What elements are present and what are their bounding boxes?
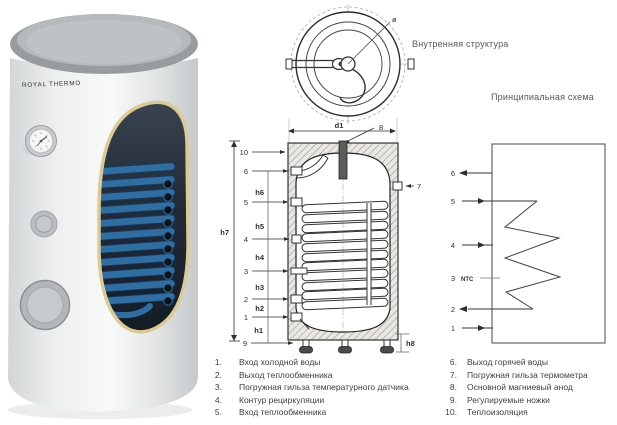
schematic-title: Принципиальная схема [491, 92, 594, 102]
dim-h7: h7 [220, 140, 240, 342]
callout-label-10: 10 [240, 148, 248, 157]
legend-text: Теплоизоляция [467, 407, 528, 418]
callout-label-1: 1 [244, 313, 248, 322]
schematic-label-3: 3 [451, 274, 455, 283]
dim-h8: h8 [396, 333, 415, 353]
legend-text: Погружная гильза термометра [467, 369, 588, 380]
legend-text: Регулируемые ножки [467, 394, 550, 405]
side-port-right [407, 58, 415, 70]
schematic-port-lines [462, 172, 537, 329]
callout-label-3: 3 [244, 267, 248, 276]
legend-item-2: 2. Выход теплообменника [198, 369, 443, 382]
legend-item-1: 1. Вход холодной воды [198, 356, 443, 369]
legend-item-4: 4. Контур рециркуляции [198, 394, 443, 407]
schematic-label-2: 2 [451, 305, 455, 314]
legend-right-column: 6. Выход горячей воды 7. Погружная гильз… [437, 356, 615, 419]
legend-item-10: 10. Теплоизоляция [437, 406, 615, 419]
legend-left-column: 1. Вход холодной воды 2. Выход теплообме… [198, 356, 443, 419]
legend-num: 6. [449, 357, 457, 367]
dim-label-h7: h7 [220, 228, 229, 237]
legend-item-8: 8. Основной магниевый анод [437, 381, 615, 394]
legend-text: Выход горячей воды [467, 357, 548, 367]
flange-knob [19, 279, 71, 331]
product-photo: ROYAL THERMO [8, 14, 198, 419]
top-view-title: Внутренняя структура [412, 39, 509, 49]
left-callout-arrows [252, 150, 290, 319]
callout-9: 9 [243, 339, 294, 348]
legend-num: 5. [214, 407, 222, 418]
legend-num: 4. [214, 394, 222, 405]
thermometer-dial [23, 125, 57, 157]
schematic-port-labels: 6 5 4 3 2 1 [451, 169, 455, 333]
schematic-coil-zigzag [503, 200, 562, 310]
coil-outline-outer [305, 21, 391, 107]
top-view-diagram: ø [285, 4, 415, 124]
dim-chain-labels: h6 h5 h4 h3 h2 h1 [254, 188, 265, 335]
legend-num: 2. [214, 369, 222, 380]
callout-label-9: 9 [243, 339, 247, 348]
heat-exchanger-coil [301, 200, 389, 311]
callout-8: 8 [346, 123, 383, 143]
callout-label-8: 8 [379, 123, 383, 132]
callout-label-2: 2 [244, 295, 248, 304]
legend-num: 8. [449, 382, 457, 393]
legend-num: 10. [445, 407, 457, 418]
dim-label-h4: h4 [255, 253, 265, 262]
side-port-left [285, 58, 293, 70]
cross-section-diagram: d1 8 [220, 118, 421, 354]
dim-label-h5: h5 [255, 222, 264, 231]
legend-text: Вход теплообменника [239, 407, 327, 418]
legend-text: Основной магниевый анод [467, 382, 573, 393]
callout-label-5: 5 [244, 198, 248, 207]
legend-num: 9. [449, 394, 457, 405]
dim-label-h3: h3 [255, 283, 264, 292]
cutaway-window [97, 100, 190, 334]
legend-text: Контур рециркуляции [239, 394, 325, 405]
principle-schematic: 6 5 4 3 2 1 NTC [451, 143, 606, 344]
callout-label-6: 6 [244, 167, 248, 176]
legend-num: 7. [449, 369, 457, 380]
legend-num: 1. [214, 357, 222, 367]
anode-rod [338, 140, 348, 180]
legend-item-7: 7. Погружная гильза термометра [437, 369, 615, 382]
legend-item-3: 3. Погружная гильза температурного датчи… [198, 381, 443, 394]
dim-d1: d1 [288, 121, 396, 134]
left-callout-labels: 10 6 5 4 3 2 1 [240, 148, 248, 322]
schematic-arrowheads [459, 170, 485, 331]
callout-label-4: 4 [244, 235, 248, 244]
legend-item-9: 9. Регулируемые ножки [437, 394, 615, 407]
dim-label-h8: h8 [406, 339, 415, 348]
legend-item-5: 5. Вход теплообменника [198, 406, 443, 419]
coil-down-pipe [366, 203, 372, 305]
insulation-edge [97, 100, 190, 334]
legend-text: Вход холодной воды [239, 357, 321, 367]
callout-7: 7 [405, 182, 421, 191]
schematic-label-1: 1 [451, 324, 455, 333]
diameter-leader [347, 21, 391, 65]
service-cap [30, 210, 58, 238]
legend-text: Погружная гильза температурного датчика [239, 382, 409, 393]
callout-label-7: 7 [417, 182, 421, 191]
coil-cross-sections [163, 179, 173, 306]
schematic-tank [491, 143, 606, 344]
dim-label-d1: d1 [335, 121, 344, 130]
adjustable-feet [299, 339, 394, 354]
legend-item-6: 6. Выход горячей воды [437, 356, 615, 369]
schematic-label-5: 5 [451, 197, 455, 206]
dim-label-h2: h2 [255, 304, 264, 313]
legend-text: Выход теплообменника [239, 369, 333, 380]
tank-top-cap [10, 14, 198, 74]
schematic-label-4: 4 [451, 241, 455, 250]
dim-label-h6: h6 [255, 188, 264, 197]
coil-outline-inner [313, 29, 383, 99]
ntc-label: NTC [461, 277, 474, 283]
coil-end-curve [339, 68, 366, 104]
wall-ports [290, 166, 403, 322]
schematic-label-6: 6 [451, 169, 455, 178]
dim-label-h1: h1 [254, 326, 263, 335]
brand-label: ROYAL THERMO [22, 80, 81, 89]
diameter-label: ø [392, 15, 397, 24]
legend-num: 3. [214, 382, 222, 393]
